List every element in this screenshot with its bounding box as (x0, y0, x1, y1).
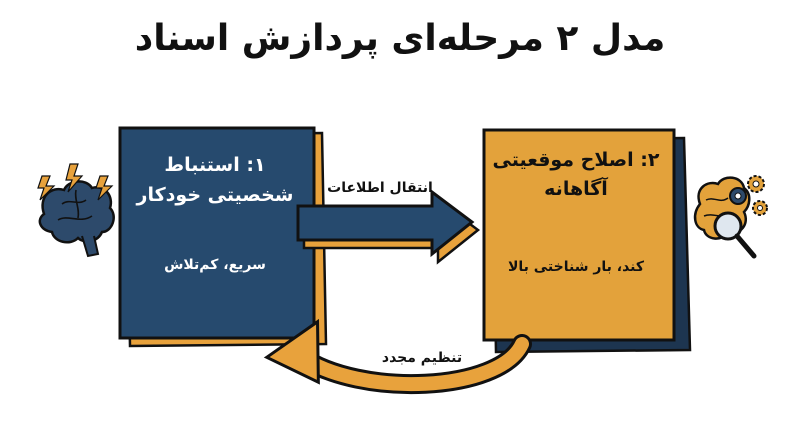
stage1-title: ۱: استنباط شخصیتی خودکار (136, 154, 294, 206)
loop-arrow-label: تنظیم مجدد (381, 350, 463, 366)
stage2-subtitle: کند، بار شناختی بالا (507, 259, 645, 275)
brain-lightning-icon (37, 163, 115, 258)
stage2-title: ۲: اصلاح موقعیتی آگاهانه (492, 149, 660, 200)
loop-arrow (263, 318, 532, 395)
forward-arrow (296, 189, 481, 265)
brain-gears-magnifier-icon (693, 175, 768, 259)
stage1-subtitle: سریع، کم‌تلاش (164, 257, 266, 273)
stage2-box (482, 128, 676, 342)
forward-arrow-label: انتقال اطلاعات (327, 180, 433, 196)
diagram-title: مدل ۲ مرحله‌ای پردازش اسناد (134, 18, 666, 59)
